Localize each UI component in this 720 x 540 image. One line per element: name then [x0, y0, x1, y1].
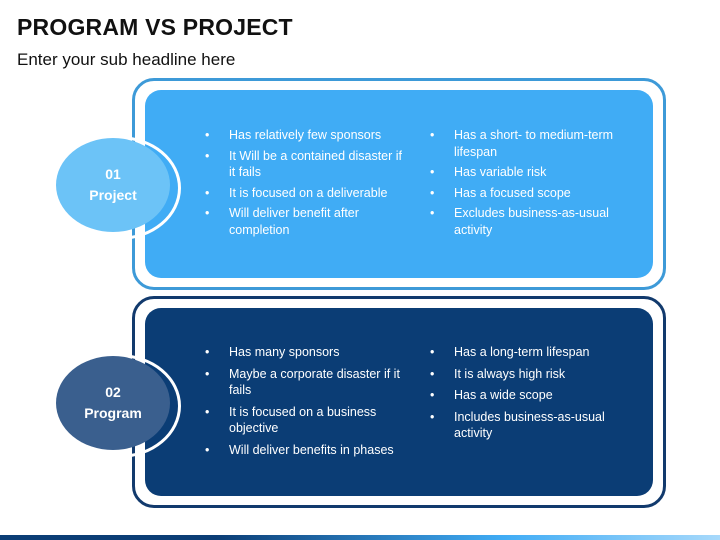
list-item: •Has many sponsors — [205, 345, 340, 359]
list-item: •Has a wide scope — [430, 388, 553, 402]
list-item: •Excludes business-as-usual activity — [430, 206, 609, 237]
bullet-icon: • — [205, 185, 210, 200]
list-item: •Maybe a corporate disaster if it fails — [205, 366, 400, 398]
bullet-icon: • — [430, 409, 435, 424]
project-badge-label: Project — [89, 187, 137, 203]
bullet-icon: • — [205, 206, 210, 220]
bullet-icon: • — [430, 165, 435, 179]
project-left-list: •Has relatively few sponsors •It Will be… — [205, 127, 405, 242]
slide-title: PROGRAM VS PROJECT — [17, 14, 293, 40]
list-item: •Has a long-term lifespan — [430, 345, 590, 359]
bullet-icon: • — [430, 128, 435, 142]
footer-accent-bar — [0, 535, 720, 540]
project-right-list: •Has a short- to medium-term lifespan •H… — [430, 127, 635, 242]
bullet-icon: • — [205, 128, 210, 142]
bullet-icon: • — [430, 366, 435, 381]
bullet-icon: • — [430, 388, 435, 402]
project-card-panel — [145, 90, 653, 278]
program-left-list: •Has many sponsors •Maybe a corporate di… — [205, 344, 405, 463]
program-badge: 02 Program — [56, 356, 170, 450]
list-item: •Has variable risk — [430, 165, 547, 179]
program-right-list: •Has a long-term lifespan •It is always … — [430, 344, 635, 447]
list-item: •It is focused on a business objective — [205, 404, 377, 436]
list-item: •Has relatively few sponsors — [205, 128, 382, 142]
list-item: •Has a focused scope — [430, 185, 571, 200]
list-item: •Will deliver benefits in phases — [205, 442, 394, 457]
bullet-icon: • — [205, 148, 210, 163]
project-badge: 01 Project — [56, 138, 170, 232]
list-item: •Has a short- to medium-term lifespan — [430, 128, 614, 159]
list-item: •It Will be a contained disaster if it f… — [205, 148, 402, 180]
program-badge-label: Program — [84, 405, 142, 421]
project-card-frame — [132, 78, 666, 290]
bullet-icon: • — [205, 404, 210, 419]
program-badge-number: 02 — [105, 384, 121, 400]
list-item: •Includes business-as-usual activity — [430, 409, 605, 441]
bullet-icon: • — [430, 206, 435, 220]
slide-subtitle: Enter your sub headline here — [17, 50, 236, 69]
bullet-icon: • — [205, 366, 210, 381]
program-card-panel — [145, 308, 653, 496]
bullet-icon: • — [205, 345, 210, 359]
bullet-icon: • — [205, 442, 210, 457]
bullet-icon: • — [430, 185, 435, 200]
list-item: •It is always high risk — [430, 366, 566, 381]
bullet-icon: • — [430, 345, 435, 359]
project-badge-number: 01 — [105, 166, 121, 182]
program-card-frame — [132, 296, 666, 508]
list-item: •Will deliver benefit after completion — [205, 206, 359, 237]
list-item: •It is focused on a deliverable — [205, 185, 388, 200]
